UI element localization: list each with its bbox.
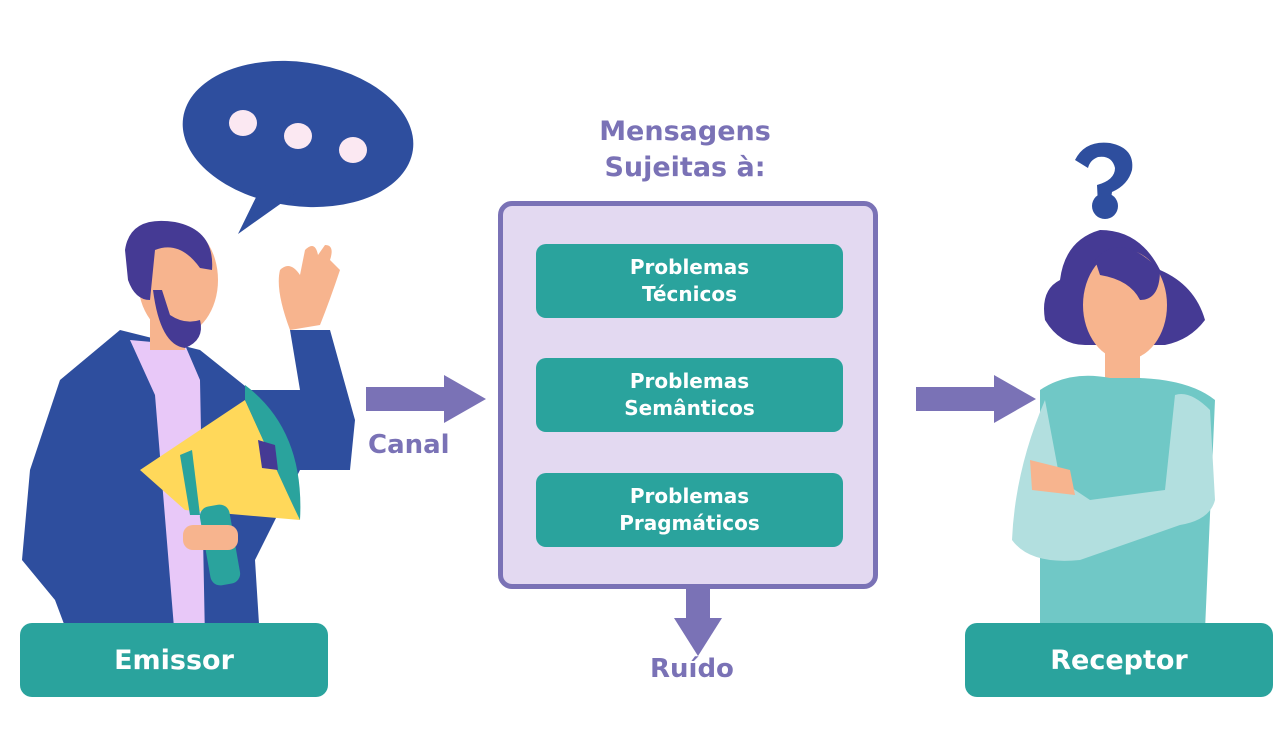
output-arrow: [916, 375, 1036, 423]
problem-semantic: Problemas Semânticos: [536, 358, 843, 432]
problem-line-2: Técnicos: [642, 282, 737, 306]
noise-arrow: [674, 588, 722, 656]
problem-line-1: Problemas: [629, 369, 750, 393]
receiver-label-box: Receptor: [965, 623, 1273, 697]
problem-line-1: Problemas: [629, 484, 750, 508]
problem-technical: Problemas Técnicos: [536, 244, 843, 318]
problem-line-2: Pragmáticos: [619, 511, 760, 535]
question-mark-icon: [1075, 142, 1133, 219]
sender-label: Emissor: [114, 644, 234, 676]
problem-line-2: Semânticos: [624, 396, 755, 420]
channel-label: Canal: [368, 430, 450, 460]
channel-arrow: [366, 375, 486, 423]
speech-bubble-icon: [182, 60, 414, 234]
sender-label-box: Emissor: [20, 623, 328, 697]
title-line-1: Mensagens: [599, 116, 771, 147]
receiver-label: Receptor: [1050, 644, 1188, 676]
receiver-illustration: [1012, 142, 1215, 630]
title-line-2: Sujeitas à:: [604, 152, 766, 183]
problem-line-1: Problemas: [629, 255, 750, 279]
sender-illustration: [22, 60, 414, 640]
problem-pragmatic: Problemas Pragmáticos: [536, 473, 843, 547]
noise-label: Ruído: [650, 654, 734, 684]
megaphone-icon: [140, 385, 301, 586]
messages-title: Mensagens Sujeitas à:: [540, 114, 830, 186]
